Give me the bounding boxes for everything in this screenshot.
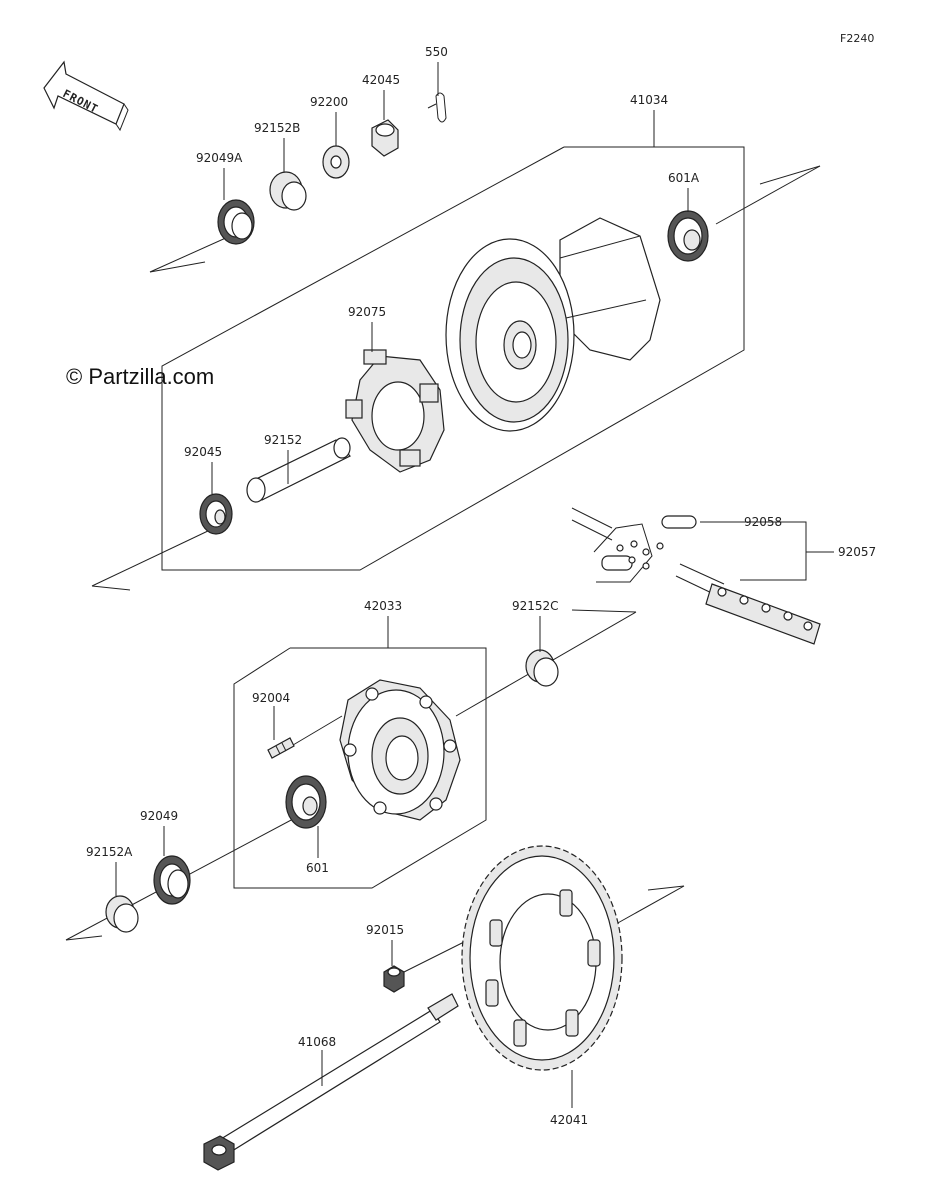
label-92152a: 92152A: [86, 845, 133, 859]
damper-92075[interactable]: [345, 349, 445, 473]
hub-assembly-outline: [161, 146, 745, 571]
collar-92152c[interactable]: [525, 649, 559, 687]
bearing-92045[interactable]: [199, 493, 233, 535]
coupling-42033[interactable]: [339, 679, 461, 821]
label-92004: 92004: [252, 691, 290, 705]
collar-92152a[interactable]: [105, 895, 139, 933]
chain-joint-92058[interactable]: [571, 507, 725, 597]
label-41034: 41034: [630, 93, 668, 107]
axle-41068[interactable]: [203, 993, 459, 1171]
cotter-pin-550[interactable]: [427, 92, 447, 123]
label-92049: 92049: [140, 809, 178, 823]
label-92152c: 92152C: [512, 599, 559, 613]
label-550: 550: [425, 45, 448, 59]
label-601: 601: [306, 861, 329, 875]
bearing-601[interactable]: [285, 775, 327, 829]
front-arrow-icon: FRONT: [43, 60, 129, 132]
label-92045: 92045: [184, 445, 222, 459]
label-42033: 42033: [364, 599, 402, 613]
rear-hub-41034[interactable]: [445, 217, 661, 432]
collar-92152[interactable]: [246, 437, 351, 503]
label-92200: 92200: [310, 95, 348, 109]
nut-42045[interactable]: [371, 119, 399, 157]
label-92152: 92152: [264, 433, 302, 447]
label-92049a: 92049A: [196, 151, 243, 165]
nut-92015[interactable]: [383, 965, 405, 993]
sprocket-hub-assembly-outline: [233, 647, 487, 889]
watermark: © Partzilla.com: [66, 364, 214, 389]
label-92015: 92015: [366, 923, 404, 937]
oil-seal-92049a[interactable]: [217, 199, 255, 245]
sprocket-42041[interactable]: [461, 845, 623, 1071]
label-41068: 41068: [298, 1035, 336, 1049]
label-92075: 92075: [348, 305, 386, 319]
washer-92200[interactable]: [322, 145, 350, 179]
label-92152b: 92152B: [254, 121, 300, 135]
diagram-code: F2240: [840, 32, 874, 45]
label-42045: 42045: [362, 73, 400, 87]
oil-seal-92049[interactable]: [153, 855, 191, 905]
label-92057: 92057: [838, 545, 876, 559]
collar-92152b[interactable]: [269, 171, 307, 211]
label-42041: 42041: [550, 1113, 588, 1127]
drive-chain-92057[interactable]: [705, 583, 821, 645]
stud-92004[interactable]: [267, 737, 295, 759]
bearing-601a[interactable]: [667, 210, 709, 262]
label-601a: 601A: [668, 171, 700, 185]
label-92058: 92058: [744, 515, 782, 529]
